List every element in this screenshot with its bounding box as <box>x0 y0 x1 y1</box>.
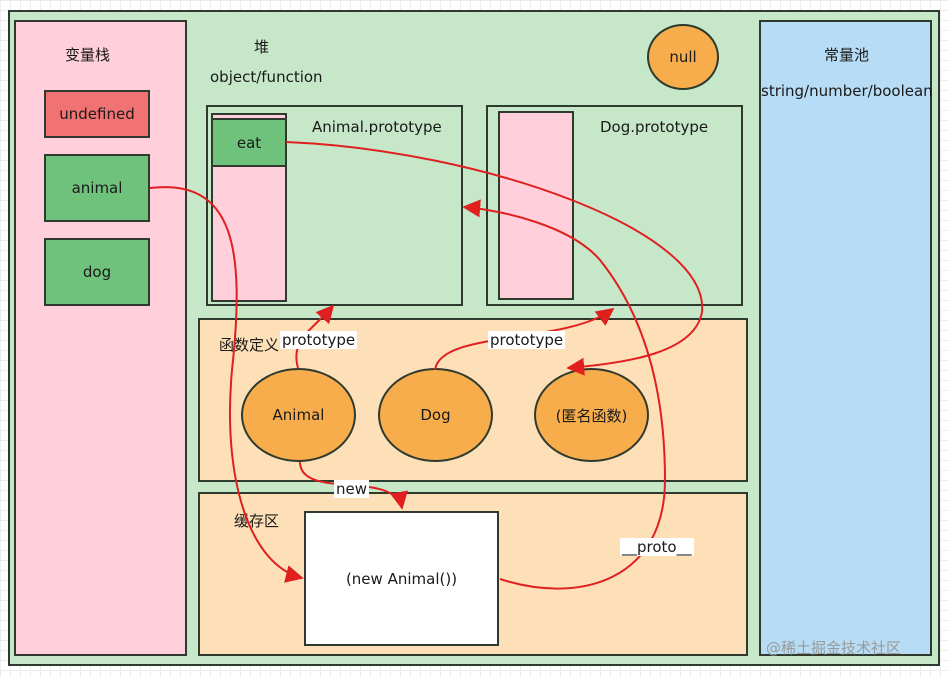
stack-var-animal[interactable]: animal <box>44 154 150 222</box>
function-animal[interactable]: Animal <box>241 368 356 462</box>
stack-var-undefined[interactable]: undefined <box>44 90 150 138</box>
stack-var-dog[interactable]: dog <box>44 238 150 306</box>
null-node[interactable]: null <box>647 24 719 90</box>
constant-pool-title: 常量池 <box>824 46 870 64</box>
constant-pool-subtitle: string/number/boolean <box>761 82 933 100</box>
edge-label-proto: __proto__ <box>620 538 694 556</box>
eat-method[interactable]: eat <box>211 118 287 167</box>
edge-label-dog-prototype: prototype <box>488 331 566 349</box>
animal-instance[interactable]: (new Animal()) <box>304 511 499 646</box>
dog-prototype-title: Dog.prototype <box>600 118 709 136</box>
function-anonymous[interactable]: (匿名函数) <box>534 368 649 462</box>
arrow-animal-var-to-instance <box>149 186 304 583</box>
edge-label-animal-prototype: prototype <box>280 331 358 349</box>
arrow-proto-to-animal-prototype <box>462 199 667 590</box>
watermark: @稀土掘金技术社区 <box>766 639 902 657</box>
arrow-eat-to-anonymous <box>285 141 704 376</box>
function-dog[interactable]: Dog <box>378 368 493 462</box>
dog-prototype-slots <box>498 111 574 300</box>
animal-prototype-title: Animal.prototype <box>312 118 442 136</box>
constant-pool-panel <box>759 20 932 656</box>
edge-label-new: new <box>334 480 370 498</box>
heap-title: 堆 <box>254 38 270 56</box>
variable-stack-title: 变量栈 <box>65 46 111 64</box>
heap-subtitle: object/function <box>210 68 323 86</box>
